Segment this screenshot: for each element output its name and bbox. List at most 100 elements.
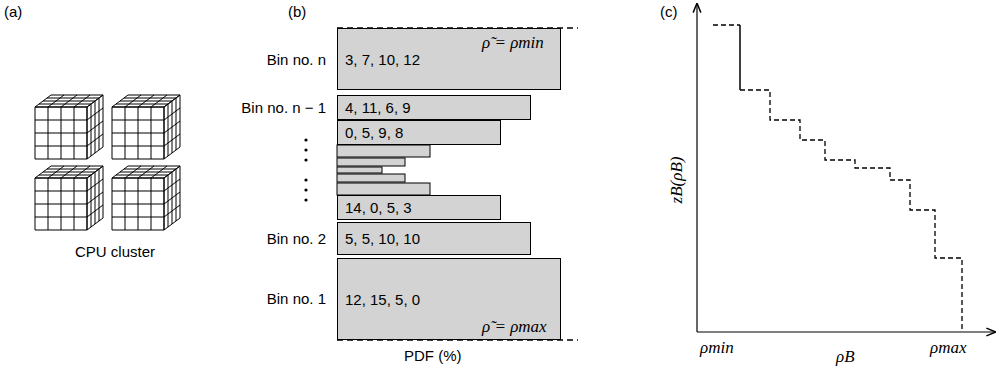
grid-line: [120, 101, 172, 102]
math-label: ρ̃ = ρmax: [482, 318, 547, 335]
grid-line: [151, 178, 152, 230]
grid-line: [99, 169, 100, 221]
panel-label: (b): [288, 4, 306, 19]
grid-line: [43, 101, 95, 102]
grid-line: [35, 217, 87, 218]
grid-line: [128, 95, 180, 96]
grid-line: [43, 172, 95, 173]
bin-label: Bin no. n − 1: [241, 100, 326, 115]
grid-line: [87, 134, 103, 146]
histogram-bar: 0, 5, 9, 8: [337, 120, 501, 145]
histogram-bar: 4, 11, 6, 9: [337, 95, 531, 120]
staircase-curve: [739, 25, 741, 90]
grid-line: [47, 98, 99, 99]
grid-line: [87, 205, 103, 217]
grid-line: [74, 178, 75, 230]
bin-values: 5, 5, 10, 10: [338, 230, 420, 247]
grid-line: [164, 147, 180, 159]
histogram-bar: [337, 183, 430, 195]
grid-line: [151, 107, 152, 159]
cpu-cube: [35, 166, 103, 230]
grid-line: [87, 178, 88, 230]
grid-line: [151, 95, 167, 107]
ellipsis-dot: [304, 178, 307, 181]
tick-label: ρmin: [700, 339, 734, 356]
grid-line: [164, 107, 165, 159]
caption-label: CPU cluster: [75, 244, 155, 259]
bin-label: Bin no. n: [267, 52, 326, 67]
bin-label: Bin no. 1: [267, 291, 326, 306]
tick-label: ρmax: [930, 339, 966, 356]
grid-line: [47, 169, 99, 170]
grid-line: [103, 166, 104, 218]
grid-line: [87, 218, 103, 230]
axis-label: zB(ρB): [668, 157, 685, 204]
grid-line: [35, 133, 87, 134]
cpu-cube: [35, 95, 103, 159]
grid-line: [74, 166, 90, 178]
grid-line: [176, 169, 177, 221]
bin-values: 3, 7, 10, 12: [338, 51, 420, 68]
grid-line: [112, 146, 164, 147]
grid-line: [164, 205, 180, 217]
bin-values: 14, 0, 5, 3: [338, 199, 412, 216]
grid-line: [35, 230, 87, 231]
panel-label: (c): [660, 4, 678, 19]
grid-line: [35, 159, 87, 160]
ellipsis-dot: [304, 138, 307, 141]
grid-line: [95, 172, 96, 224]
grid-line: [120, 172, 172, 173]
math-label: ρ̃ = ρmin: [482, 34, 544, 51]
grid-line: [87, 166, 103, 178]
grid-line: [164, 178, 165, 230]
bin-values: 12, 15, 5, 0: [338, 291, 420, 308]
grid-line: [112, 230, 164, 231]
grid-line: [51, 95, 103, 96]
grid-line: [87, 107, 88, 159]
histogram-bar: [337, 174, 405, 182]
cpu-cube: [112, 166, 180, 230]
histogram-bar: [337, 145, 430, 157]
grid-line: [164, 134, 180, 146]
grid-line: [74, 95, 90, 107]
grid-line: [87, 178, 88, 230]
grid-line: [172, 101, 173, 153]
ellipsis-dot: [304, 198, 307, 201]
grid-line: [112, 217, 164, 218]
grid-line: [164, 95, 180, 107]
bin-label: Bin no. 2: [267, 231, 326, 246]
staircase-curve: [713, 24, 740, 25]
histogram-bar: [337, 167, 382, 173]
bin-values: 4, 11, 6, 9: [338, 99, 411, 116]
staircase-curve: [740, 90, 962, 332]
grid-line: [164, 107, 165, 159]
grid-line: [87, 107, 88, 159]
ellipsis-dot: [304, 188, 307, 191]
bin-values: 0, 5, 9, 8: [338, 124, 403, 141]
grid-line: [180, 166, 181, 218]
staircase-plot: [697, 4, 995, 332]
cpu-cubes: [35, 95, 180, 230]
panel-label: (a): [4, 4, 22, 19]
grid-line: [128, 166, 180, 167]
ellipsis-dot: [304, 148, 307, 151]
grid-line: [172, 172, 173, 224]
histogram-bars: [304, 28, 578, 340]
grid-line: [151, 166, 167, 178]
cpu-cube: [112, 95, 180, 159]
grid-line: [180, 95, 181, 147]
histogram-bar: [337, 158, 405, 166]
grid-line: [87, 95, 103, 107]
grid-line: [99, 98, 100, 150]
grid-line: [87, 147, 103, 159]
grid-line: [112, 204, 164, 205]
grid-line: [112, 133, 164, 134]
grid-line: [164, 218, 180, 230]
grid-line: [35, 204, 87, 205]
grid-line: [176, 98, 177, 150]
histogram-bar: 14, 0, 5, 3: [337, 195, 501, 220]
grid-line: [164, 166, 180, 178]
x-axis: [697, 331, 995, 332]
grid-line: [35, 146, 87, 147]
grid-line: [124, 169, 176, 170]
